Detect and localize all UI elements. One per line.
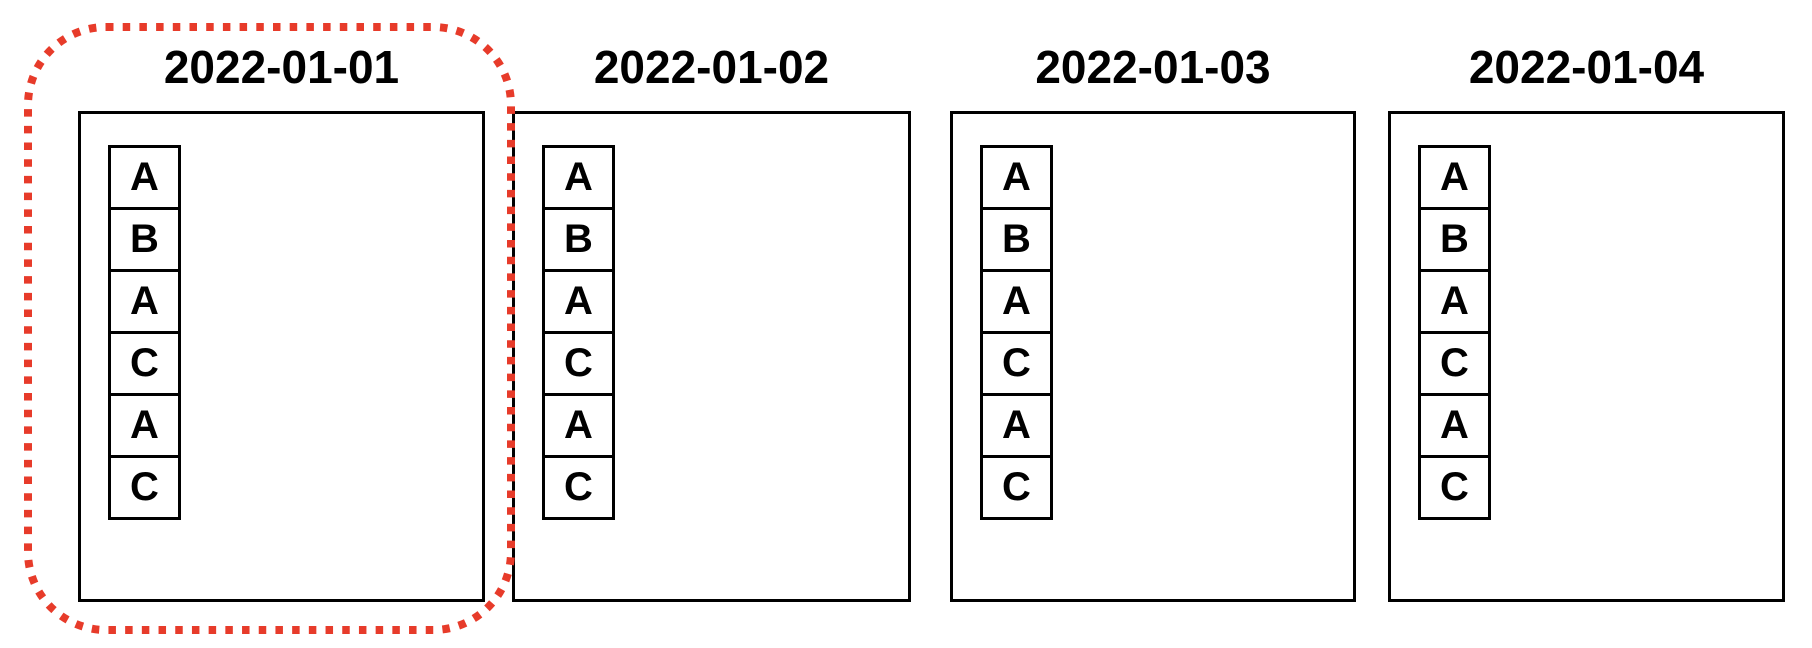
stack-cell: B	[980, 207, 1053, 272]
stack-cell: A	[1418, 393, 1491, 458]
panel-box: A B A C A C	[1388, 111, 1785, 602]
stack-cell: B	[1418, 207, 1491, 272]
stack-cell: A	[1418, 145, 1491, 210]
panel-title: 2022-01-04	[1468, 41, 1705, 93]
record-stack: A B A C A C	[980, 145, 1053, 520]
stack-cell: C	[980, 331, 1053, 396]
stack-cell: C	[1418, 331, 1491, 396]
stack-cell: A	[1418, 269, 1491, 334]
stack-cell: C	[108, 331, 181, 396]
stack-cell: C	[1418, 455, 1491, 520]
stack-cell: B	[108, 207, 181, 272]
panel-title: 2022-01-03	[1035, 41, 1271, 93]
panel-title: 2022-01-02	[593, 41, 830, 93]
stack-cell: C	[108, 455, 181, 520]
panel-title: 2022-01-01	[163, 41, 400, 93]
stack-cell: A	[108, 393, 181, 458]
stack-cell: C	[542, 455, 615, 520]
stack-cell: A	[542, 269, 615, 334]
stack-cell: A	[542, 393, 615, 458]
stack-cell: A	[980, 393, 1053, 458]
panel-2022-01-02: 2022-01-02 A B A C A C	[512, 0, 911, 648]
stack-cell: C	[980, 455, 1053, 520]
panel-2022-01-03: 2022-01-03 A B A C A C	[950, 0, 1356, 648]
panel-2022-01-01: 2022-01-01 A B A C A C	[78, 0, 485, 648]
stack-cell: A	[980, 269, 1053, 334]
stack-cell: A	[542, 145, 615, 210]
record-stack: A B A C A C	[108, 145, 181, 520]
stack-cell: B	[542, 207, 615, 272]
record-stack: A B A C A C	[1418, 145, 1491, 520]
panel-box: A B A C A C	[950, 111, 1356, 602]
panel-box: A B A C A C	[512, 111, 911, 602]
record-stack: A B A C A C	[542, 145, 615, 520]
stack-cell: A	[980, 145, 1053, 210]
stack-cell: C	[542, 331, 615, 396]
panel-box: A B A C A C	[78, 111, 485, 602]
stack-cell: A	[108, 269, 181, 334]
panel-2022-01-04: 2022-01-04 A B A C A C	[1388, 0, 1785, 648]
stack-cell: A	[108, 145, 181, 210]
